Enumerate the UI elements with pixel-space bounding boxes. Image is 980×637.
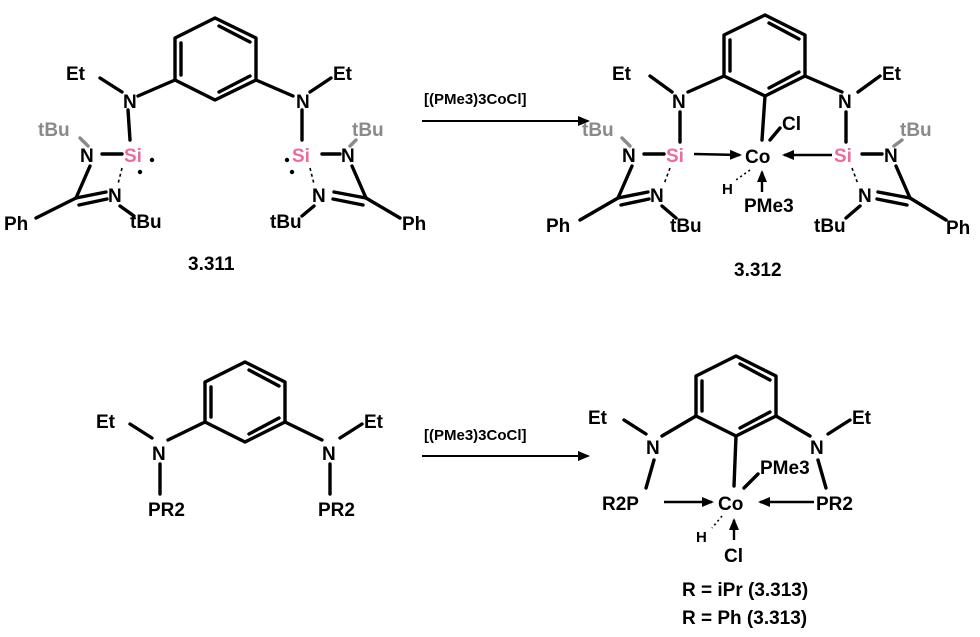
- benzene-ring: [694, 354, 778, 438]
- atom-tbu: tBu: [270, 212, 302, 233]
- atom-n: N: [296, 92, 310, 113]
- atom-et: Et: [882, 64, 902, 85]
- atom-r2p: R2P: [602, 494, 639, 515]
- atom-ph: Ph: [4, 214, 28, 235]
- compound-label: 3.311: [188, 254, 235, 275]
- reagent-label: [(PMe3)3CoCl]: [424, 91, 527, 108]
- reaction-arrow-bottom: [(PMe3)3CoCl]: [422, 427, 590, 461]
- atom-n: N: [341, 146, 355, 167]
- complex-3-313: N Et R2P Co PMe3 H Cl N Et PR2 R = iPr (…: [588, 354, 872, 629]
- atom-ph: Ph: [946, 218, 970, 239]
- compound-3-312: N Et Si N tBu N tBu Ph Co Cl H PMe3 N Et…: [546, 13, 970, 281]
- atom-si: Si: [666, 146, 684, 167]
- atom-pr2: PR2: [816, 494, 853, 515]
- atom-si: Si: [834, 146, 852, 167]
- compound-label: 3.312: [734, 260, 782, 281]
- atom-n: N: [650, 186, 664, 207]
- atom-h: H: [722, 181, 733, 198]
- atom-tbu: tBu: [352, 120, 384, 141]
- atom-cl: Cl: [782, 114, 801, 135]
- atom-et: Et: [333, 64, 353, 85]
- atom-n: N: [858, 186, 872, 207]
- atom-et: Et: [66, 64, 86, 85]
- atom-n: N: [322, 444, 336, 465]
- atom-n: N: [622, 146, 636, 167]
- atom-et: Et: [364, 412, 384, 433]
- atom-co: Co: [745, 147, 770, 168]
- atom-pme3: PMe3: [744, 196, 794, 217]
- atom-n: N: [838, 92, 852, 113]
- atom-n: N: [810, 438, 824, 459]
- atom-tbu: tBu: [900, 120, 932, 141]
- benzene-ring: [203, 360, 287, 444]
- atom-tbu: tBu: [814, 216, 846, 237]
- atom-et: Et: [852, 408, 872, 429]
- atom-n: N: [123, 92, 137, 113]
- atom-n: N: [884, 146, 898, 167]
- atom-ph: Ph: [402, 214, 426, 235]
- atom-tbu: tBu: [130, 212, 162, 233]
- atom-et: Et: [612, 64, 632, 85]
- compound-3-311: N Et Si N tBu N tBu Ph N Et Si N tBu: [4, 16, 426, 275]
- product-label-1: R = iPr (3.313): [682, 580, 808, 601]
- atom-si: Si: [292, 146, 310, 167]
- atom-n: N: [646, 438, 660, 459]
- atom-pr2: PR2: [318, 500, 355, 521]
- atom-ph: Ph: [546, 216, 570, 237]
- atom-tbu: tBu: [582, 120, 614, 141]
- product-label-2: R = Ph (3.313): [682, 608, 807, 629]
- ligand-bottom: N Et PR2 N Et PR2: [96, 360, 384, 521]
- atom-n: N: [152, 444, 166, 465]
- benzene-ring: [173, 16, 258, 102]
- atom-et: Et: [96, 412, 116, 433]
- atom-n: N: [312, 186, 326, 207]
- atom-cl: Cl: [724, 546, 743, 567]
- atom-h: H: [696, 529, 707, 546]
- atom-tbu: tBu: [670, 216, 702, 237]
- benzene-ring: [722, 13, 807, 98]
- atom-et: Et: [588, 408, 608, 429]
- atom-n: N: [108, 186, 122, 207]
- atom-n: N: [672, 92, 686, 113]
- reaction-arrow-top: [(PMe3)3CoCl]: [422, 91, 590, 126]
- atom-si: Si: [124, 146, 142, 167]
- reagent-label: [(PMe3)3CoCl]: [424, 427, 527, 444]
- atom-pme3: PMe3: [760, 458, 810, 479]
- atom-co: Co: [718, 494, 743, 515]
- atom-pr2: PR2: [148, 500, 185, 521]
- atom-tbu: tBu: [38, 120, 70, 141]
- atom-n: N: [80, 146, 94, 167]
